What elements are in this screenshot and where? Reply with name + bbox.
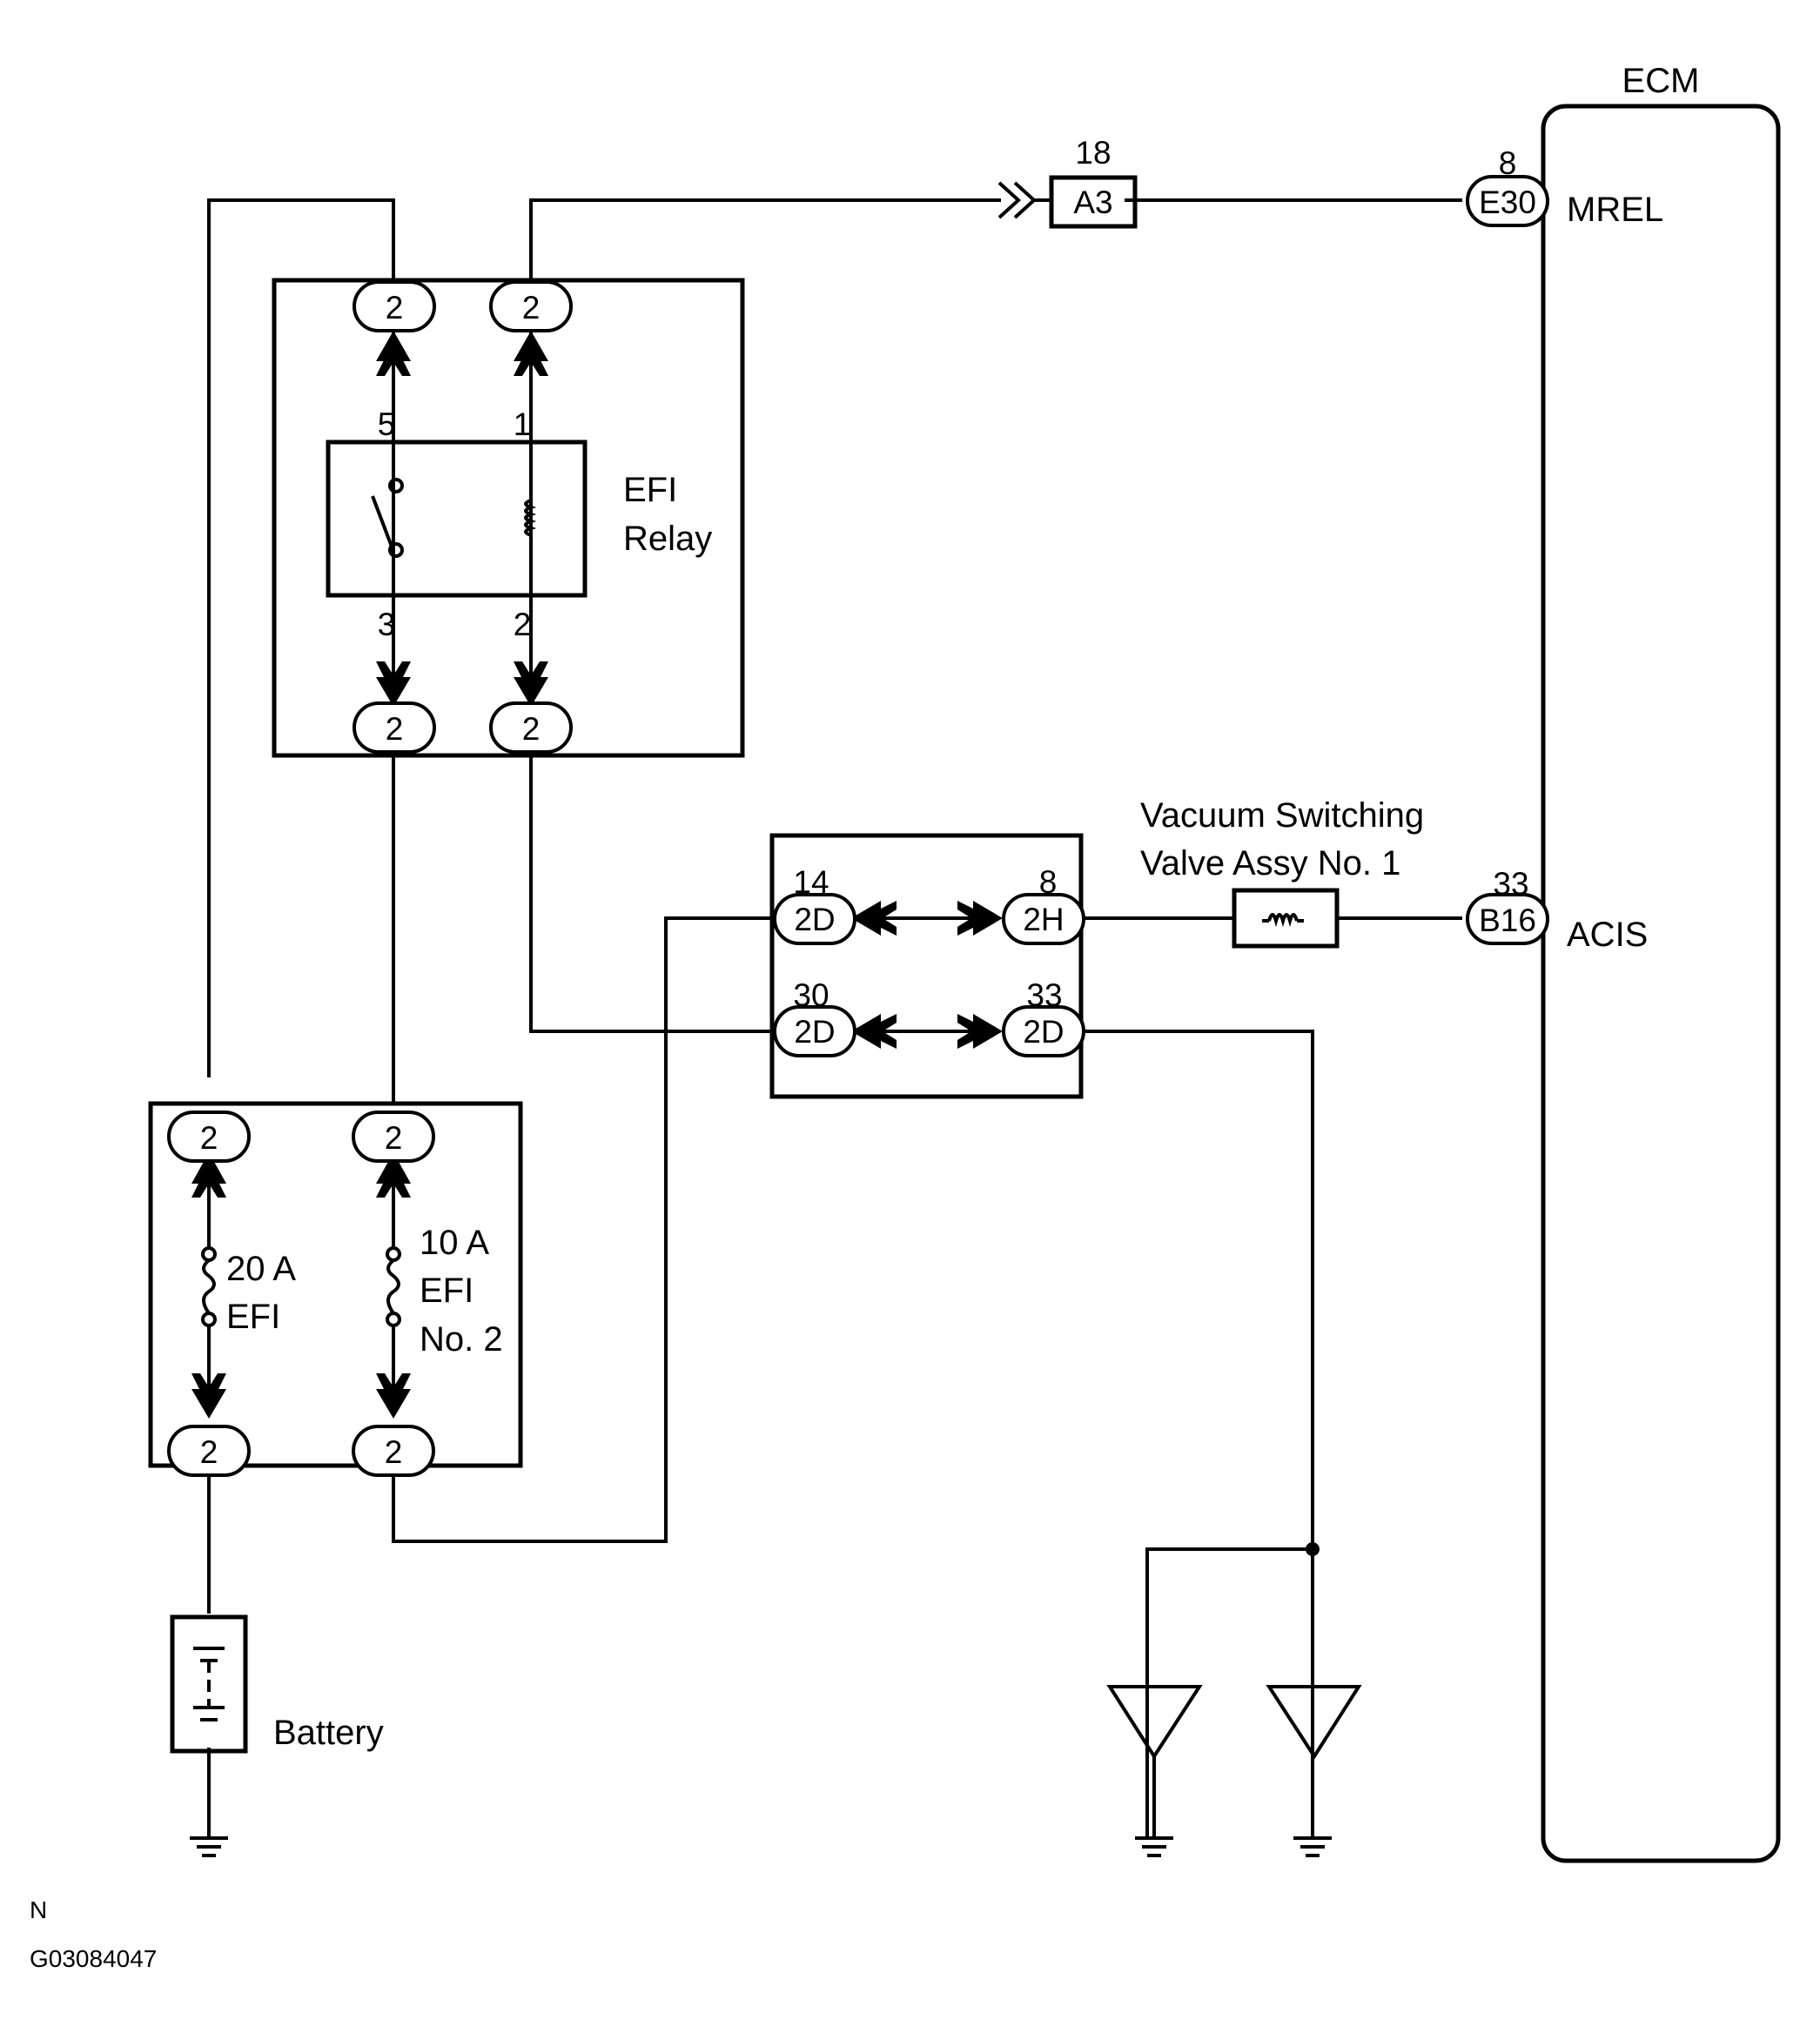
vsv-ground-icon <box>1106 1685 1203 1857</box>
fuse-arrow-icons <box>191 1152 411 1419</box>
connector-label: 2D <box>1023 1014 1064 1050</box>
a3-pin-number: 18 <box>1075 135 1111 171</box>
relay-pin-1: 1 <box>514 406 532 442</box>
connector-pill-fuse-top-right: 2 <box>352 1111 435 1163</box>
connector-label: 2 <box>200 1434 218 1470</box>
vsv-coil-icon <box>1262 913 1304 928</box>
fuse-block-box <box>148 1101 523 1468</box>
efi-relay-inner-box <box>326 440 588 598</box>
relay-pin-3: 3 <box>378 607 396 642</box>
relay-block-box <box>272 278 745 758</box>
connector-label: 2 <box>386 711 404 747</box>
wires <box>207 198 1462 1838</box>
terminal-acis: ACIS <box>1567 916 1648 954</box>
connector-label: 2 <box>386 290 404 325</box>
connector-label: 2 <box>200 1120 218 1156</box>
connector-pill-relay-top-right: 2 <box>489 280 573 332</box>
jb-pin-8: 8 <box>1039 864 1058 900</box>
fuse-efi2-name-line1: EFI <box>420 1272 473 1310</box>
connector-pill-fuse-top-left: 2 <box>167 1111 251 1163</box>
connector-pill-jb-2d-30: 2D <box>773 1005 856 1057</box>
connector-label: 2 <box>522 290 541 325</box>
fuse-efi-rating: 20 A <box>226 1250 296 1288</box>
body-ground-icon <box>1266 1685 1362 1857</box>
vsv-label-line2: Valve Assy No. 1 <box>1140 844 1400 882</box>
vsv-box <box>1232 888 1340 949</box>
wire-fuse-efi2-to-jb-2d-14 <box>392 916 772 1543</box>
fuse-efi-name: EFI <box>226 1298 280 1336</box>
wire-fuse-efi-to-relay-pin5 <box>207 198 395 1077</box>
wire-relay-pin2-to-jb-2d-30 <box>529 755 772 1033</box>
connector-label: 2D <box>794 902 835 937</box>
connector-pill-jb-2d-33: 2D <box>1002 1005 1085 1057</box>
terminal-mrel: MREL <box>1567 191 1663 229</box>
battery-ground-icon <box>190 1836 228 1857</box>
connector-pill-fuse-bottom-left: 2 <box>167 1425 251 1477</box>
battery-icon <box>170 1614 248 1754</box>
connector-pill-relay-bottom-left: 2 <box>353 701 436 754</box>
connector-pill-ecm-e30: E30 <box>1466 175 1549 227</box>
a3-connector-arrow-icon <box>997 181 1053 219</box>
footer-code: G03084047 <box>30 1945 157 1972</box>
jb-pin-33: 33 <box>1026 977 1062 1013</box>
connector-pill-fuse-bottom-right: 2 <box>352 1425 435 1477</box>
junction-block-box <box>769 833 1084 1099</box>
connector-label: 2 <box>385 1434 403 1470</box>
connector-label: E30 <box>1479 185 1536 220</box>
fuse-efi2-rating: 10 A <box>420 1224 489 1262</box>
connector-label: 2 <box>385 1120 403 1156</box>
connector-pill-relay-bottom-right: 2 <box>489 701 573 754</box>
connector-pill-ecm-b16: B16 <box>1466 893 1549 945</box>
a3-connector-label: A3 <box>1073 185 1112 220</box>
connector-label: 2D <box>794 1014 835 1050</box>
relay-pin-5: 5 <box>378 406 396 442</box>
footer-letter: N <box>30 1896 47 1923</box>
connector-label: B16 <box>1479 903 1536 938</box>
ground-junction-dot <box>1306 1542 1320 1556</box>
connector-pill-jb-2h-8: 2H <box>1002 893 1085 945</box>
jb-pin-30: 30 <box>793 977 829 1013</box>
connector-label: 2 <box>522 711 541 747</box>
connector-pill-jb-2d-14: 2D <box>773 893 856 945</box>
b16-pin-number: 33 <box>1493 866 1528 902</box>
efi-relay-label-line1: EFI <box>623 471 677 509</box>
relay-switch-icon <box>371 478 404 558</box>
wire-relay-pin1-to-ecm-mrel <box>529 198 1001 280</box>
ecm-title: ECM <box>1622 62 1700 100</box>
relay-arrow-icons <box>376 331 548 707</box>
e30-pin-number: 8 <box>1499 145 1517 181</box>
ecm-box <box>1541 104 1781 1863</box>
wire-ground-branch <box>1145 1547 1313 1838</box>
wire-jb-2d-33-to-ground <box>1076 1030 1314 1838</box>
jb-pin-14: 14 <box>793 864 829 900</box>
fuse-efi2-name-line2: No. 2 <box>420 1320 503 1359</box>
jb-arrow-icons <box>851 901 1003 1049</box>
connector-pill-relay-top-left: 2 <box>353 280 436 332</box>
fuse-10a-efi-no2-icon <box>383 1240 404 1362</box>
fuse-20a-efi-icon <box>198 1240 219 1362</box>
connector-label: 2H <box>1023 902 1064 937</box>
battery-label: Battery <box>273 1714 384 1752</box>
relay-coil-icon <box>524 499 537 537</box>
vsv-label-line1: Vacuum Switching <box>1140 796 1424 835</box>
efi-relay-label-line2: Relay <box>623 520 712 558</box>
a3-connector-box <box>1049 175 1138 229</box>
relay-pin-2: 2 <box>514 607 532 642</box>
